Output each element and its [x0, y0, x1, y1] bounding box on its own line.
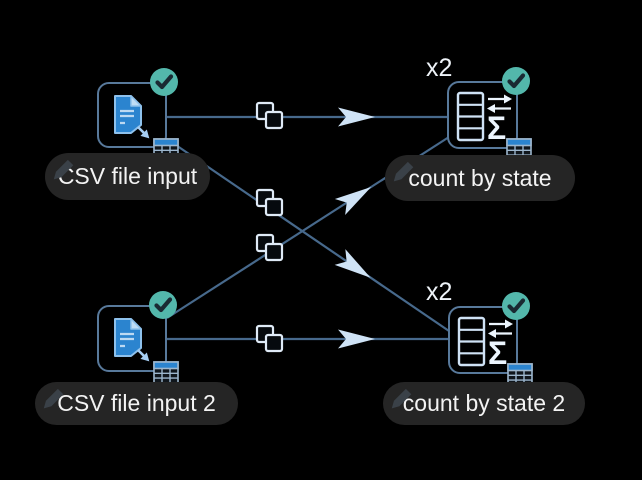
connection-csv1-to-count2[interactable]: [166, 138, 450, 332]
copy-icon: [255, 233, 284, 262]
arrowhead-icon: [334, 179, 377, 215]
status-success-icon: [149, 291, 177, 319]
node-label-text: count by state: [408, 164, 552, 191]
copy-icon: [255, 324, 284, 353]
node-count-by-state[interactable]: [447, 81, 531, 160]
edit-pencil-icon[interactable]: [40, 384, 66, 410]
node-csv-file-input-2[interactable]: [97, 305, 178, 383]
node-label-csv-file-input[interactable]: CSV file input: [45, 153, 210, 200]
node-label-csv-file-input-2[interactable]: CSV file input 2: [35, 382, 238, 425]
node-count-by-state-2[interactable]: [448, 306, 532, 385]
edit-pencil-icon[interactable]: [390, 157, 416, 183]
multiplier-badge: x2: [426, 54, 453, 82]
multiplier-badge: x2: [426, 278, 453, 306]
status-success-icon: [502, 67, 530, 95]
status-success-icon: [150, 68, 178, 96]
node-csv-file-input[interactable]: [97, 82, 178, 160]
edit-pencil-icon[interactable]: [50, 155, 76, 181]
edit-pencil-icon[interactable]: [388, 384, 414, 410]
arrowhead-icon: [334, 249, 376, 286]
copy-icon: [255, 101, 284, 130]
node-label-text: count by state 2: [402, 390, 566, 416]
copy-icon: [255, 188, 284, 217]
status-success-icon: [502, 292, 530, 320]
node-label-text: CSV file input 2: [57, 390, 216, 416]
node-label-count-by-state-2[interactable]: count by state 2: [383, 382, 585, 425]
node-label-count-by-state[interactable]: count by state: [385, 155, 575, 201]
node-label-text: CSV file input: [57, 163, 198, 189]
